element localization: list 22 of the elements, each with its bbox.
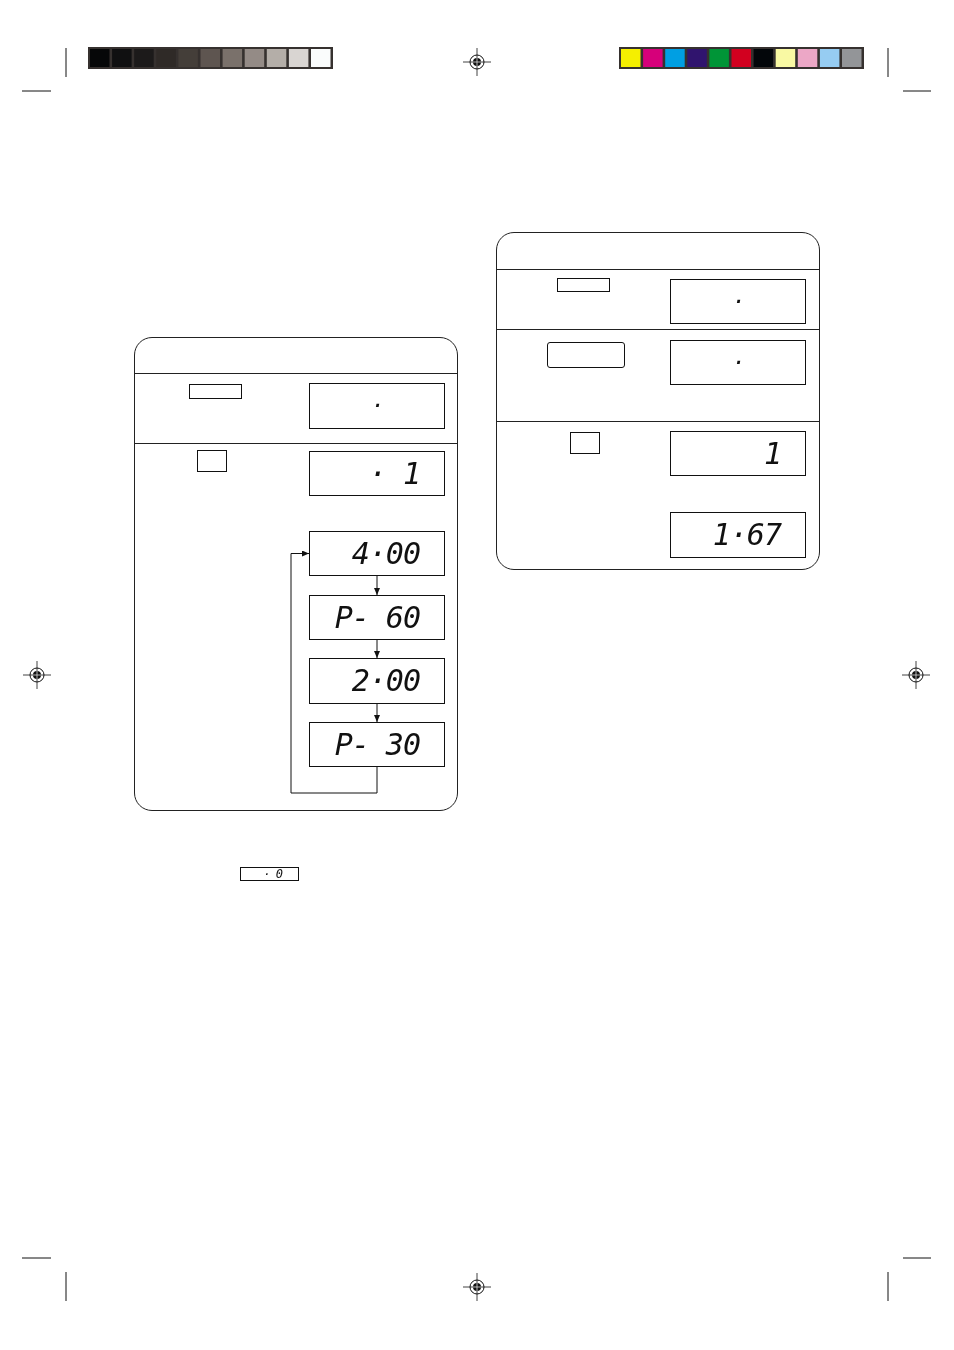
lcd-display: · 0 (240, 867, 299, 881)
lcd-display: · (670, 279, 806, 324)
lcd-display: · 1 (309, 451, 445, 496)
loop-arrow (290, 550, 378, 794)
lcd-display: · (309, 383, 445, 429)
arrow (374, 575, 380, 596)
keypad-key (557, 278, 610, 292)
lcd-display: 4·00 (309, 531, 445, 576)
keypad-key (189, 384, 242, 399)
keypad-key (197, 450, 227, 472)
lcd-display: P- 60 (309, 595, 445, 640)
arrow (374, 703, 380, 723)
table-panel (496, 232, 820, 570)
keypad-key (547, 342, 625, 368)
lcd-display: · (670, 340, 806, 385)
lcd-display: 1·67 (670, 512, 806, 558)
keypad-key (570, 432, 600, 454)
lcd-display: P- 30 (309, 722, 445, 767)
table-panel (134, 337, 458, 811)
lcd-display: 2·00 (309, 658, 445, 704)
arrow (374, 639, 380, 659)
lcd-display: 1 (670, 431, 806, 476)
